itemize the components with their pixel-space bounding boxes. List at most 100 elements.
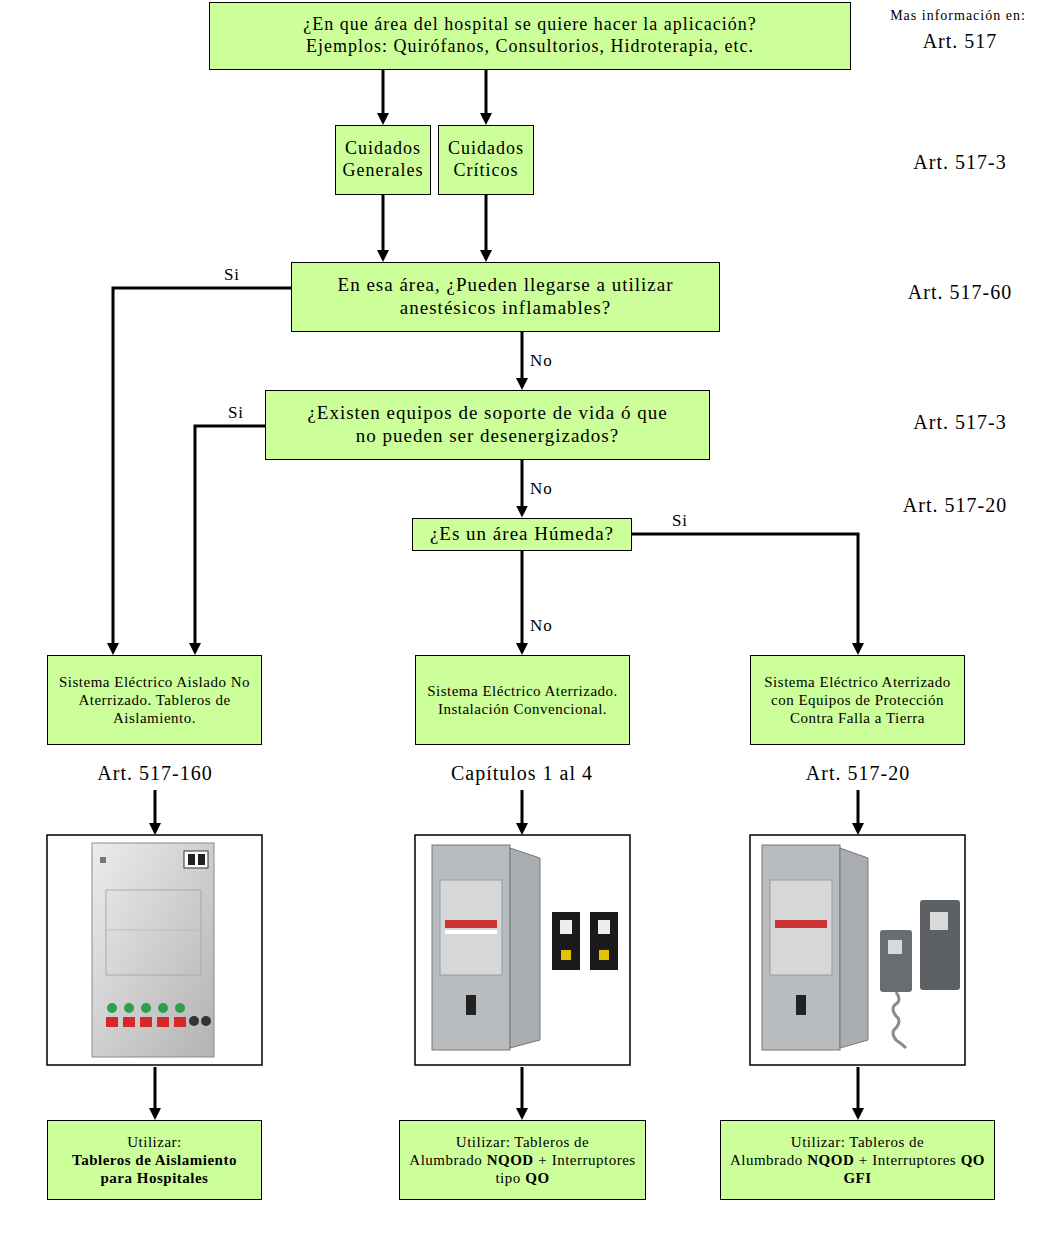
layout-arrow <box>852 823 864 835</box>
node-content: Sistema Eléctrico Aterrizado con Equipos… <box>761 673 954 727</box>
gfi-panel-photo <box>920 900 960 990</box>
isolation-panel-photo <box>189 1016 199 1026</box>
layout-arrow <box>154 1067 157 1111</box>
gfi-panel-photo <box>796 995 806 1015</box>
node-content: En esa área, ¿Pueden llegarse a utilizar… <box>332 274 679 320</box>
isolation-panel-photo <box>188 854 195 865</box>
isolation-panel-photo <box>140 1017 152 1027</box>
layout-arrow <box>516 823 528 835</box>
flow-arrow <box>382 195 385 254</box>
node-text: + <box>538 1152 547 1168</box>
node-content: Utilizar: Tableros de AlumbradoNQOD+Inte… <box>408 1133 637 1187</box>
isolation-panel-photo <box>158 1003 168 1013</box>
isolation-panel-photo <box>92 843 214 1057</box>
flow-arrow <box>382 70 385 117</box>
node-content: Cuidados Críticos <box>443 138 529 181</box>
isolation-panel-photo <box>106 1017 118 1027</box>
gfi-panel-photo <box>770 880 832 975</box>
reference-heading: Mas información en: <box>890 8 1026 25</box>
load-center-photo <box>510 848 540 1048</box>
flow-arrow <box>521 551 524 648</box>
layout-arrow <box>521 790 524 826</box>
edge-label: Si <box>228 403 244 423</box>
isolation-panel-photo <box>201 1016 211 1026</box>
flow-arrow <box>521 332 524 382</box>
edge-label: No <box>530 616 553 636</box>
article-reference: Art. 517-60 <box>908 280 1012 304</box>
node-text: ¿Existen equipos de soporte de vida ó qu… <box>296 402 679 448</box>
node-content: Utilizar:Tableros de Aislamiento para Ho… <box>56 1133 253 1187</box>
node-content: Utilizar: Tableros de AlumbradoNQOD+Inte… <box>729 1133 986 1187</box>
node-text: + <box>859 1152 868 1168</box>
flow-arrow <box>195 426 265 647</box>
node-text: Sistema Eléctrico Aterrizado con Equipos… <box>761 673 954 727</box>
decision-box: ¿Es un área Húmeda? <box>412 518 632 551</box>
gfi-panel-photo <box>880 930 912 992</box>
gfi-panel-photo <box>775 920 827 928</box>
product-name: QO <box>525 1170 549 1186</box>
isolation-panel-photo <box>123 1017 135 1027</box>
gfi-panel-photo <box>888 940 902 954</box>
node-content: Cuidados Generales <box>340 138 426 181</box>
decision-box: En esa área, ¿Pueden llegarse a utilizar… <box>291 262 720 332</box>
edge-label: No <box>530 479 553 499</box>
layout-arrow <box>149 823 161 835</box>
node-text: Sistema Eléctrico Aterrizado. Instalació… <box>426 682 619 718</box>
gfi-panel-photo <box>930 912 948 930</box>
load-center-photo <box>599 950 609 960</box>
category-box: Cuidados Generales <box>335 125 431 195</box>
isolation-panel-photo <box>157 1017 169 1027</box>
question-box: ¿En que área del hospital se quiere hace… <box>209 2 851 70</box>
load-center-photo <box>598 920 610 934</box>
node-content: ¿Existen equipos de soporte de vida ó qu… <box>296 402 679 448</box>
load-center-photo <box>432 845 510 1050</box>
category-box: Cuidados Críticos <box>438 125 534 195</box>
node-content: Sistema Eléctrico Aterrizado. Instalació… <box>426 682 619 718</box>
node-content: Sistema Eléctrico Aislado No Aterrizado.… <box>58 673 251 727</box>
load-center-photo <box>415 835 630 1065</box>
edge-label: No <box>530 351 553 371</box>
result-box: Utilizar:Tableros de Aislamiento para Ho… <box>47 1120 262 1200</box>
load-center-photo <box>552 912 580 970</box>
isolation-panel-photo <box>47 835 262 1065</box>
product-name: NQOD <box>487 1152 534 1168</box>
layout-arrow <box>857 1067 860 1111</box>
node-text: Ejemplos: Quirófanos, Consultorios, Hidr… <box>222 36 838 58</box>
system-box: Sistema Eléctrico Aterrizado con Equipos… <box>750 655 965 745</box>
node-text: Sistema Eléctrico Aislado No Aterrizado.… <box>58 673 251 727</box>
article-reference: Art. 517 <box>923 29 998 53</box>
load-center-photo <box>590 912 618 970</box>
node-text: Utilizar: <box>56 1133 253 1151</box>
load-center-photo <box>440 880 502 975</box>
flow-arrow <box>521 460 524 510</box>
load-center-photo <box>560 920 572 934</box>
gfi-panel-photo <box>750 835 965 1065</box>
flow-arrow <box>113 288 291 647</box>
edge-label: Si <box>224 265 240 285</box>
node-text: Cuidados Generales <box>340 138 426 181</box>
load-center-photo <box>445 930 497 934</box>
isolation-panel-photo <box>198 854 205 865</box>
gfi-panel-photo <box>750 835 965 1065</box>
decision-box: ¿Existen equipos de soporte de vida ó qu… <box>265 390 710 460</box>
node-content: ¿Es un área Húmeda? <box>421 523 623 546</box>
product-name: Tableros de Aislamiento para Hospitales <box>56 1151 253 1187</box>
isolation-panel-photo <box>175 1003 185 1013</box>
load-center-photo <box>561 950 571 960</box>
edge-label: Si <box>672 511 688 531</box>
node-text: ¿Es un área Húmeda? <box>421 523 623 546</box>
result-box: Utilizar: Tableros de AlumbradoNQOD+Inte… <box>720 1120 995 1200</box>
gfi-panel-photo <box>762 845 840 1050</box>
layout-arrow <box>149 1108 161 1120</box>
isolation-panel-photo <box>141 1003 151 1013</box>
system-box: Sistema Eléctrico Aterrizado. Instalació… <box>415 655 630 745</box>
load-center-photo <box>466 995 476 1015</box>
node-text: ¿En que área del hospital se quiere hace… <box>222 14 838 36</box>
article-reference: Art. 517-20 <box>806 761 910 785</box>
isolation-panel-photo <box>106 890 201 975</box>
layout-arrow <box>852 1108 864 1120</box>
result-box: Utilizar: Tableros de AlumbradoNQOD+Inte… <box>399 1120 646 1200</box>
isolation-panel-photo <box>174 1017 186 1027</box>
isolation-panel-photo <box>47 835 262 1065</box>
